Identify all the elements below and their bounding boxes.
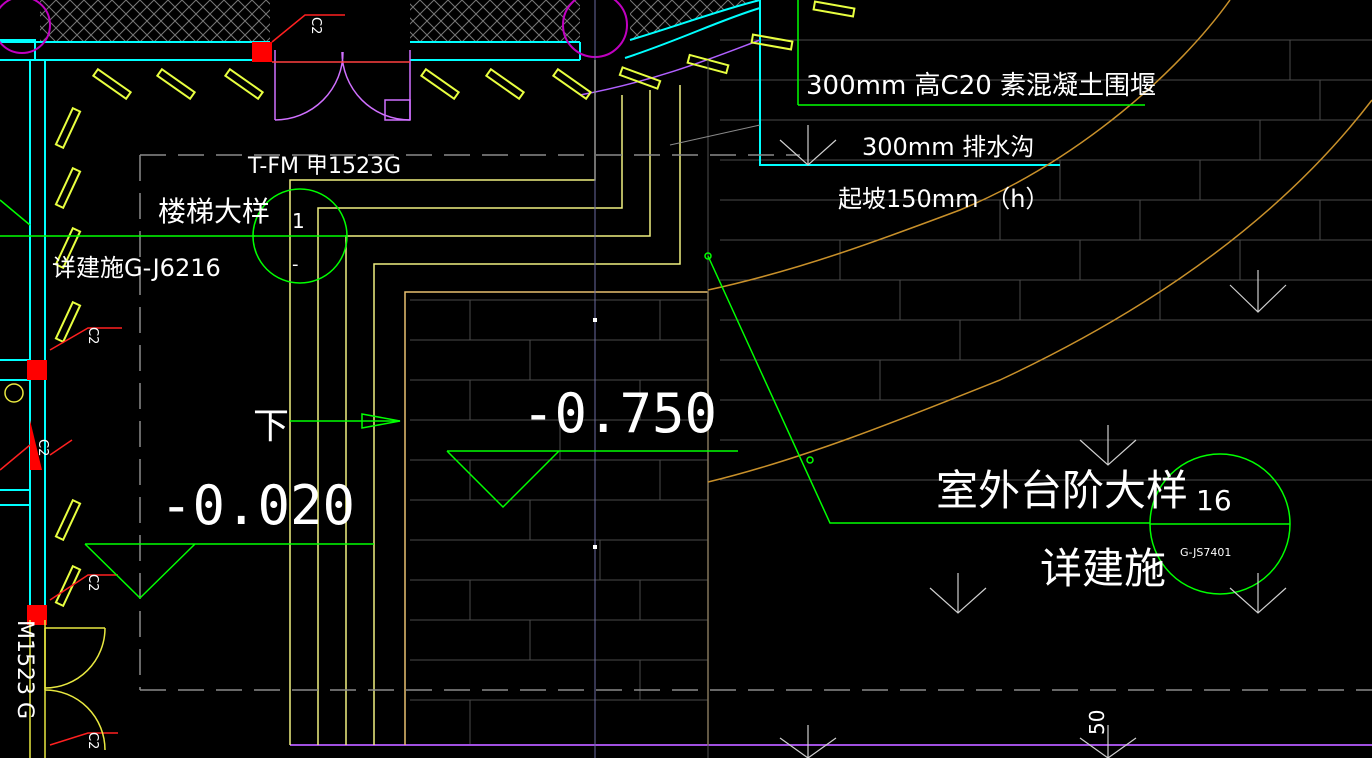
grid-axis-lines xyxy=(139,0,1372,758)
window-marks xyxy=(54,0,856,608)
drain-note: 300mm 排水沟 xyxy=(862,133,1034,161)
hatched-wall xyxy=(40,0,760,42)
door-lower-left xyxy=(4,383,106,758)
door-tag: T-FM 甲1523G xyxy=(247,154,401,179)
window-tag: C2 xyxy=(85,574,100,591)
stair-down-label: 下 xyxy=(253,406,289,447)
annotation-lines xyxy=(0,0,1150,545)
paving-pattern xyxy=(410,39,1372,745)
level-marker-upper xyxy=(84,543,300,600)
stair-detail-ref: 详建施G-J6216 xyxy=(52,254,221,282)
window-tag: C2 xyxy=(85,732,100,749)
structural-columns xyxy=(27,42,272,625)
cofferdam-note: 300mm 高C20 素混凝土围堰 xyxy=(806,71,1156,101)
stair-detail-sheet: - xyxy=(292,254,299,275)
axis-marks xyxy=(593,318,597,549)
step-detail-sheet: G-JS7401 xyxy=(1180,546,1231,559)
edge-label-left: M1523 G xyxy=(12,620,37,719)
window-tag: C2 xyxy=(308,17,323,34)
step-detail-index: 16 xyxy=(1196,484,1232,517)
stair-detail-title: 楼梯大样 xyxy=(158,195,270,228)
level-lower: -0.750 xyxy=(522,382,717,445)
drain-arrows xyxy=(779,125,1287,758)
window-tag: C2 xyxy=(35,439,50,456)
level-upper: -0.020 xyxy=(160,474,355,537)
window-tag: C2 xyxy=(85,327,100,344)
stair-detail-index: 1 xyxy=(292,209,305,233)
step-detail-title: 室外台阶大样 xyxy=(936,466,1188,515)
edge-label-bottom: 50 xyxy=(1085,710,1109,735)
wall-outline xyxy=(0,0,1060,620)
door-swing xyxy=(274,39,1372,746)
level-marker-lower xyxy=(446,450,738,509)
window-tag-leaders xyxy=(0,14,345,746)
slope-lines xyxy=(707,0,1372,483)
ramp-note: 起坡150mm （h） xyxy=(838,185,1049,213)
stair-detail-callout xyxy=(252,188,348,284)
step-detail-callout xyxy=(1149,453,1291,595)
step-detail-ref: 详建施 xyxy=(1040,544,1166,593)
